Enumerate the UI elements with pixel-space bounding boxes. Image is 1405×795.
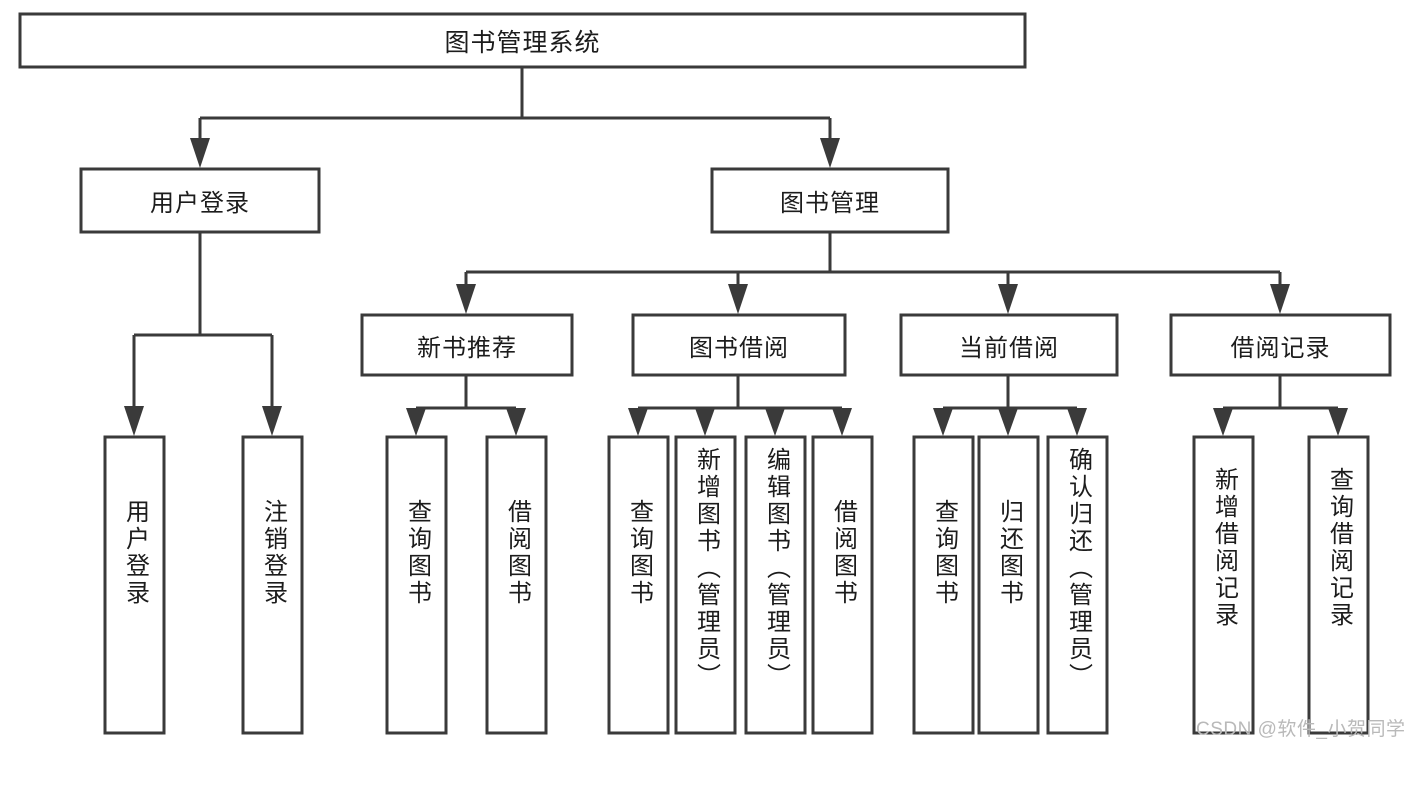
node-box-book-manage[interactable] [710, 167, 950, 234]
arrowhead-leaf-borrow-book-1 [506, 408, 526, 436]
node-box-leaf-query-record[interactable] [1307, 435, 1370, 735]
arrowhead-leaf-add-record [1213, 408, 1233, 436]
connector-user-login-split [132, 233, 274, 407]
connector-new-book-rec-split [414, 376, 518, 412]
node-box-leaf-query-book-2[interactable] [607, 435, 670, 735]
arrowhead-leaf-query-book-1 [406, 408, 426, 436]
flowchart-svg [18, 12, 1392, 735]
node-box-leaf-return-book[interactable] [977, 435, 1040, 735]
node-box-current-borrow[interactable] [899, 313, 1119, 377]
arrowhead-leaf-confirm-return [1067, 408, 1087, 436]
arrowhead-leaf-return-book [998, 408, 1018, 436]
node-box-leaf-confirm-return[interactable] [1046, 435, 1109, 735]
connector-root-split [198, 67, 832, 140]
connector-borrow-record-split [1221, 376, 1340, 412]
arrowhead-leaf-edit-book [765, 408, 785, 436]
connectors [124, 67, 1348, 436]
node-box-leaf-query-book-1[interactable] [385, 435, 448, 735]
connector-current-borrow-split [941, 376, 1079, 412]
node-box-leaf-edit-book[interactable] [744, 435, 807, 735]
node-box-leaf-add-record[interactable] [1192, 435, 1255, 735]
connector-book-borrow-split [636, 376, 844, 412]
arrowhead-leaf-borrow-book-2 [832, 408, 852, 436]
node-box-borrow-record[interactable] [1169, 313, 1392, 377]
node-box-leaf-add-book[interactable] [674, 435, 737, 735]
node-box-book-borrow[interactable] [631, 313, 847, 377]
arrowhead-borrow-record [1270, 284, 1290, 314]
flowchart-canvas: 图书管理系统 用户登录 图书管理 新书推荐 图书借阅 当前借阅 借阅记录 用户登… [18, 12, 1405, 740]
node-box-leaf-query-book-3[interactable] [912, 435, 975, 735]
node-box-leaf-borrow-book-1[interactable] [485, 435, 548, 735]
connector-book-manage-split [464, 233, 1282, 286]
arrowhead-leaf-add-book [695, 408, 715, 436]
node-box-root[interactable] [18, 12, 1027, 69]
node-box-user-login[interactable] [79, 167, 321, 234]
arrowhead-leaf-query-record [1328, 408, 1348, 436]
arrowhead-leaf-query-book-2 [628, 408, 648, 436]
arrowhead-leaf-query-book-3 [933, 408, 953, 436]
node-box-leaf-logout[interactable] [241, 435, 304, 735]
node-boxes [18, 12, 1392, 735]
arrowhead-book-borrow [728, 284, 748, 314]
node-box-leaf-borrow-book-2[interactable] [811, 435, 874, 735]
arrowhead-current-borrow [998, 284, 1018, 314]
arrowhead-leaf-logout [262, 406, 282, 436]
arrowhead-user-login [190, 138, 210, 168]
node-box-new-book-rec[interactable] [360, 313, 574, 377]
node-box-leaf-user-login[interactable] [103, 435, 166, 735]
arrowhead-new-book-rec [456, 284, 476, 314]
arrowhead-book-manage [820, 138, 840, 168]
arrowhead-leaf-user-login [124, 406, 144, 436]
